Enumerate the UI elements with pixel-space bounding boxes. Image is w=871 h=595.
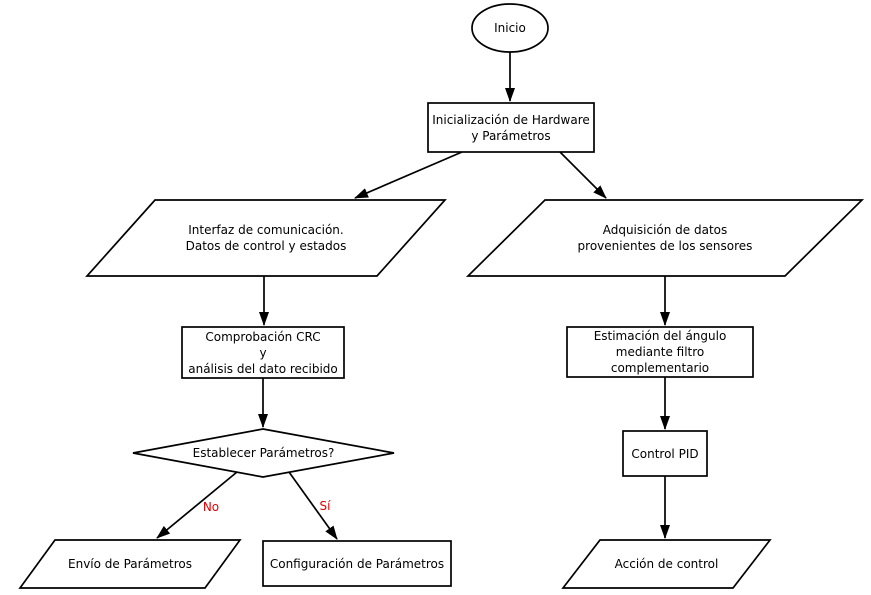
node-comprobacion-crc-shape bbox=[181, 326, 345, 379]
node-control-pid-shape bbox=[622, 430, 708, 477]
node-envio-parametros-shape bbox=[18, 539, 242, 589]
node-inicio-shape bbox=[471, 3, 549, 53]
node-adquisicion-datos-shape bbox=[465, 199, 865, 277]
edge-init-adquisicion-arrow bbox=[559, 151, 607, 199]
edge-decision-config-arrow bbox=[288, 471, 338, 540]
node-configuracion-parametros-shape bbox=[262, 540, 452, 587]
node-init-hardware-shape bbox=[427, 102, 595, 153]
node-accion-control-shape bbox=[561, 539, 772, 589]
node-interfaz-comunicacion-shape bbox=[85, 199, 447, 277]
node-establecer-parametros-shape bbox=[132, 428, 395, 478]
node-estimacion-angulo-shape bbox=[566, 326, 754, 378]
edge-decision-envio-arrow bbox=[156, 471, 238, 539]
edge-init-interfaz-arrow bbox=[354, 151, 463, 199]
